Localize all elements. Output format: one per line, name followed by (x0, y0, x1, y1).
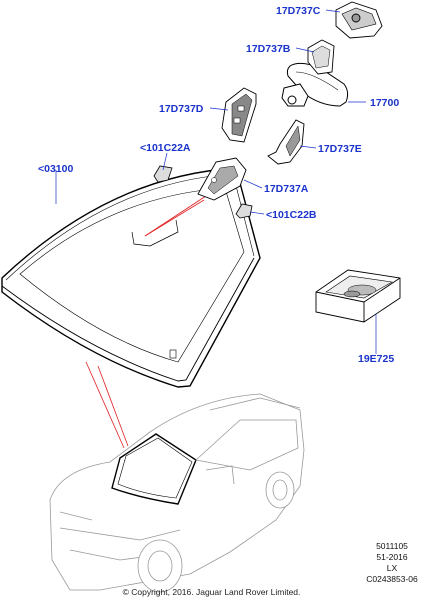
callout-17d737b: 17D737B (246, 43, 291, 55)
rear-view-mirror-part (281, 62, 349, 107)
callout-03100: <03100 (38, 163, 73, 175)
sensor-101c22b-part (235, 203, 253, 219)
reference-line-2: 51-2016 (376, 552, 408, 562)
callout-19e725: 19E725 (358, 353, 394, 365)
copyright-notice: © Copyright, 2016. Jaguar Land Rover Lim… (122, 587, 301, 597)
cover-17d737b-part (307, 39, 335, 75)
callout-101c22b: <101C22B (266, 209, 317, 221)
windscreen-part (1, 167, 261, 388)
reference-line-3: LX (386, 563, 398, 573)
callout-101c22a: <101C22A (140, 142, 191, 154)
vehicle-illustration (49, 393, 305, 593)
cover-17d737c-part (335, 1, 383, 39)
callout-17d737e: 17D737E (318, 143, 362, 155)
reference-line-4: C0243853-06 (366, 574, 418, 584)
callout-17d737d: 17D737D (159, 103, 204, 115)
callout-17d737c: 17D737C (276, 5, 321, 17)
cover-17d737e-part (267, 119, 305, 165)
leader-lines-blue (55, 9, 377, 354)
reference-line-1: 5011105 (376, 541, 408, 551)
callout-17d737a: 17D737A (264, 183, 309, 195)
leader-lines-red (85, 191, 213, 449)
drawing-reference-block: 5011105 51-2016 LX C0243853-06 (361, 541, 423, 585)
cover-17d737a-part (197, 157, 247, 201)
sensor-101c22a-part (153, 165, 173, 183)
callout-17700: 17700 (370, 97, 399, 109)
cover-17d737d-part (221, 87, 257, 143)
repair-kit-19e725-part (315, 269, 401, 323)
